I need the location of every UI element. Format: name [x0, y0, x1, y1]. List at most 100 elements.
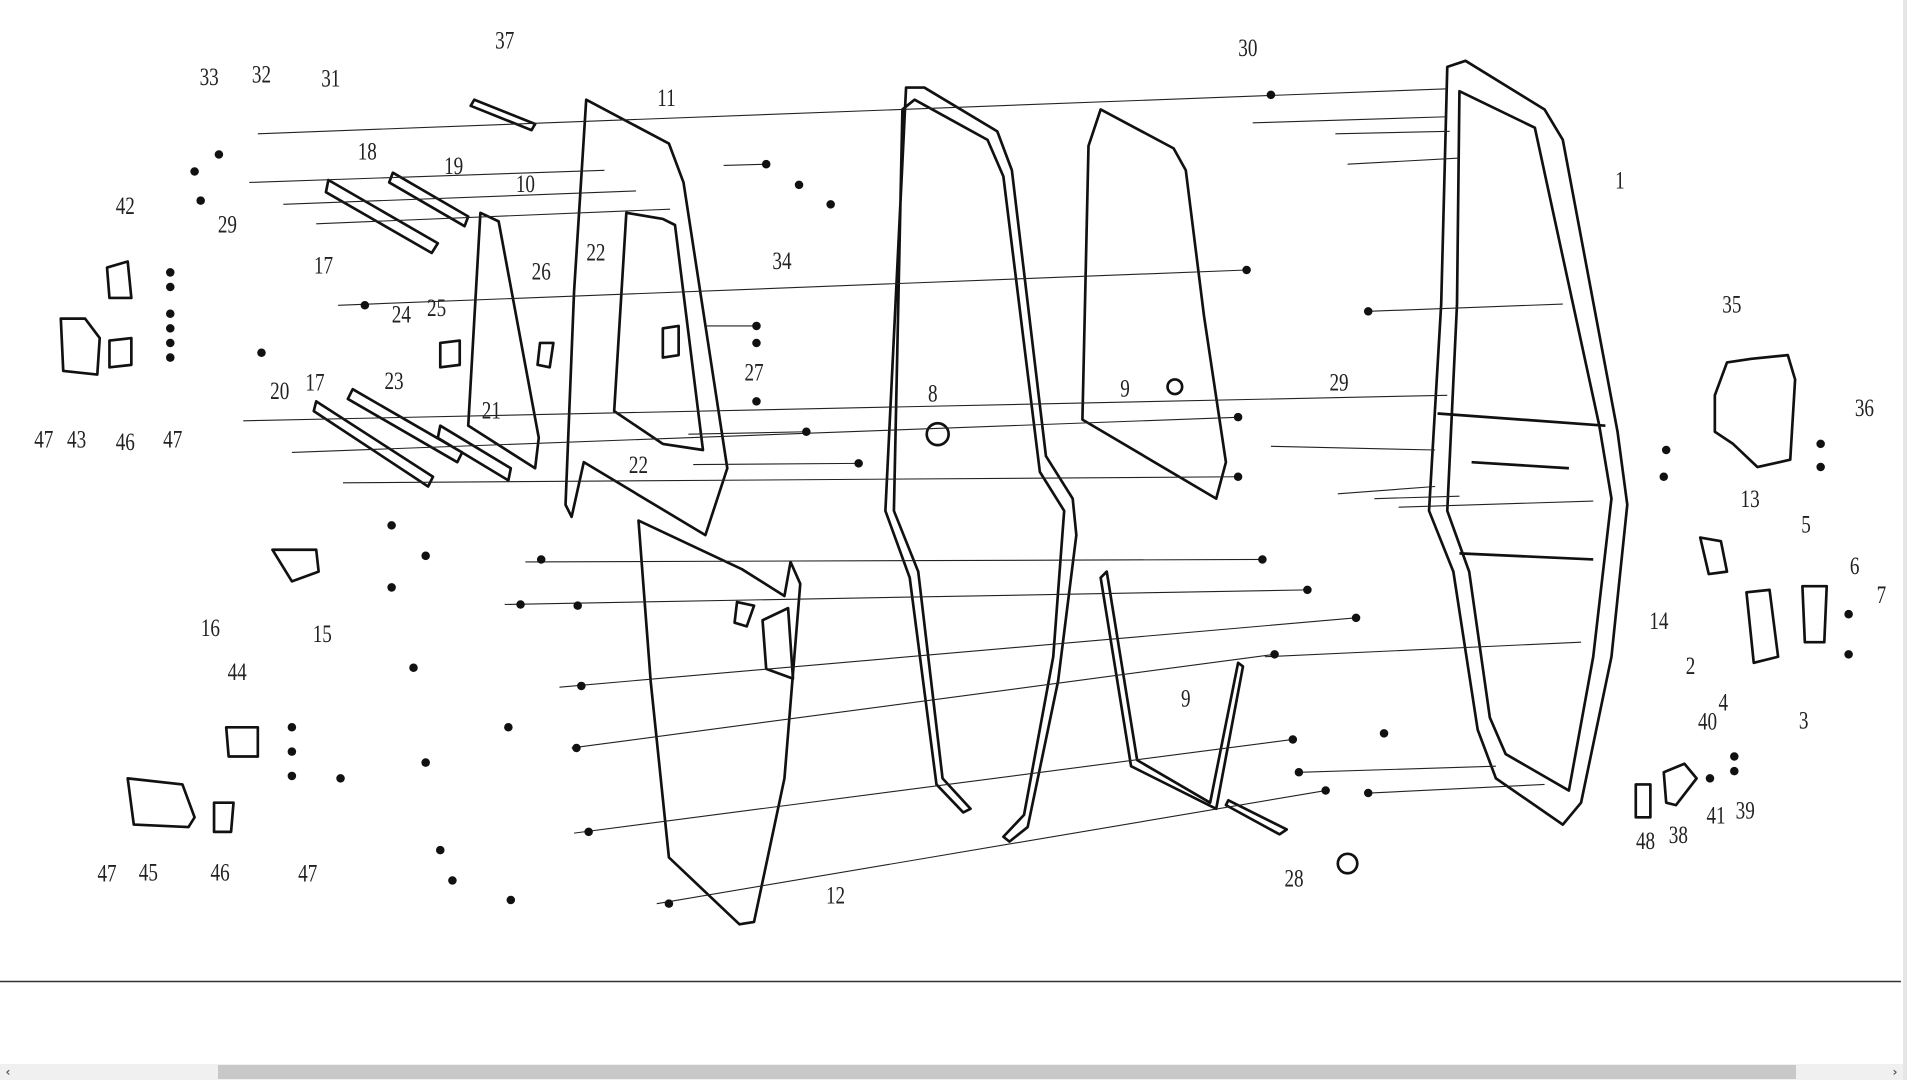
bolt-icon — [1730, 766, 1739, 776]
leader-line — [1347, 157, 1460, 165]
bolt-icon — [1303, 585, 1312, 595]
bolt-icon — [421, 551, 430, 561]
handle-part-13 — [1698, 536, 1729, 576]
leader-line — [656, 790, 1326, 905]
bolt-icon — [573, 601, 582, 610]
leader-line — [243, 394, 1448, 422]
bolt-icon — [166, 324, 175, 333]
leader-line — [283, 190, 637, 205]
bolt-icon — [516, 600, 525, 609]
bolt-icon — [409, 663, 418, 672]
part-label-13: 13 — [1741, 485, 1760, 513]
bolt-icon — [1661, 445, 1671, 455]
hinge-part-45 — [126, 777, 196, 829]
mirror-part-35 — [1713, 353, 1797, 469]
bolt-icon — [761, 159, 771, 169]
part-label-18: 18 — [358, 137, 377, 165]
bolt-icon — [1242, 265, 1251, 275]
leader-line — [291, 416, 1241, 453]
bolt-icon — [664, 899, 674, 908]
part-label-34: 34 — [772, 246, 791, 274]
part-label-22: 22 — [629, 450, 648, 478]
leader-line — [1298, 765, 1496, 773]
part-label-32: 32 — [252, 60, 271, 88]
leader-line — [342, 476, 1241, 484]
part-label-1: 1 — [1615, 166, 1625, 194]
part-label-42: 42 — [116, 191, 135, 219]
handle-part-2 — [1745, 588, 1780, 665]
part-label-33: 33 — [200, 63, 219, 91]
bolt-icon — [1730, 752, 1739, 761]
bolt-icon — [584, 827, 593, 837]
bolt-icon — [1288, 735, 1298, 744]
leader-line — [693, 462, 859, 466]
part-label-22: 22 — [586, 238, 605, 266]
part-label-2: 2 — [1686, 651, 1696, 679]
bolt-icon — [1294, 768, 1304, 777]
part-label-26: 26 — [532, 257, 551, 285]
bolt-icon — [190, 167, 199, 176]
vertical-scrollbar[interactable] — [1903, 0, 1907, 1080]
part-label-31: 31 — [321, 64, 340, 92]
bolt-icon — [1266, 90, 1276, 100]
bolt-icon — [166, 309, 175, 319]
bolt-icon — [802, 427, 811, 437]
part-label-45: 45 — [139, 858, 158, 886]
bolt-icon — [387, 521, 396, 530]
scroll-left-arrow-icon[interactable]: ‹ — [5, 1065, 11, 1079]
part-label-39: 39 — [1736, 796, 1755, 824]
part-label-38: 38 — [1669, 820, 1688, 848]
hinge-part-43 — [59, 317, 102, 376]
bolt-icon — [166, 282, 175, 292]
bolt-icon — [448, 876, 457, 885]
horizontal-scrollbar[interactable]: ‹ › — [0, 1064, 1903, 1080]
seal-strip-part-28 — [1224, 798, 1289, 836]
part-label-28: 28 — [1284, 864, 1303, 892]
glass-part-9 — [1081, 108, 1228, 500]
part-label-47: 47 — [97, 859, 116, 887]
leader-line — [316, 208, 671, 225]
leader-line — [1368, 303, 1563, 312]
bolt-icon — [577, 681, 586, 691]
part-label-9: 9 — [1181, 684, 1191, 712]
bolt-icon — [166, 268, 175, 277]
part-label-40: 40 — [1698, 707, 1717, 735]
bolt-icon — [752, 397, 761, 406]
bolt-icon — [1270, 650, 1279, 659]
bolt-icon — [1351, 613, 1361, 623]
bolt-icon — [387, 583, 396, 592]
part-label-29: 29 — [1329, 368, 1348, 396]
panel-part-10 — [466, 211, 541, 470]
bolt-icon — [536, 555, 546, 564]
bolt-icon — [421, 758, 430, 767]
bolt-icon — [1659, 472, 1669, 482]
bolt-icon — [1705, 774, 1715, 783]
bolt-icon — [287, 747, 297, 756]
bolt-icon — [1363, 307, 1373, 316]
part-label-47: 47 — [298, 859, 317, 887]
part-label-15: 15 — [313, 620, 332, 648]
bolt-icon — [1233, 412, 1243, 422]
scroll-right-arrow-icon[interactable]: › — [1892, 1065, 1898, 1079]
part-label-21: 21 — [482, 396, 501, 424]
part-label-48: 48 — [1636, 826, 1655, 854]
lock-part-6 — [1801, 584, 1829, 644]
part-label-9: 9 — [1120, 374, 1130, 402]
bolt-icon — [287, 771, 297, 781]
bolt-icon — [1816, 462, 1825, 472]
bolt-icon — [1844, 650, 1853, 659]
bolt-icon — [752, 338, 761, 348]
bolt-icon — [854, 459, 863, 468]
bolt-icon — [214, 150, 224, 159]
bolt-icon — [504, 723, 513, 732]
part-label-44: 44 — [228, 657, 247, 685]
horizontal-scroll-thumb[interactable] — [218, 1065, 1796, 1079]
leader-line — [571, 653, 1275, 749]
part-label-24: 24 — [392, 300, 411, 328]
part-label-37: 37 — [495, 26, 514, 54]
leader-line — [504, 589, 1308, 606]
bolt-icon — [196, 196, 205, 205]
leader-line — [688, 431, 807, 435]
part-label-27: 27 — [744, 358, 763, 386]
